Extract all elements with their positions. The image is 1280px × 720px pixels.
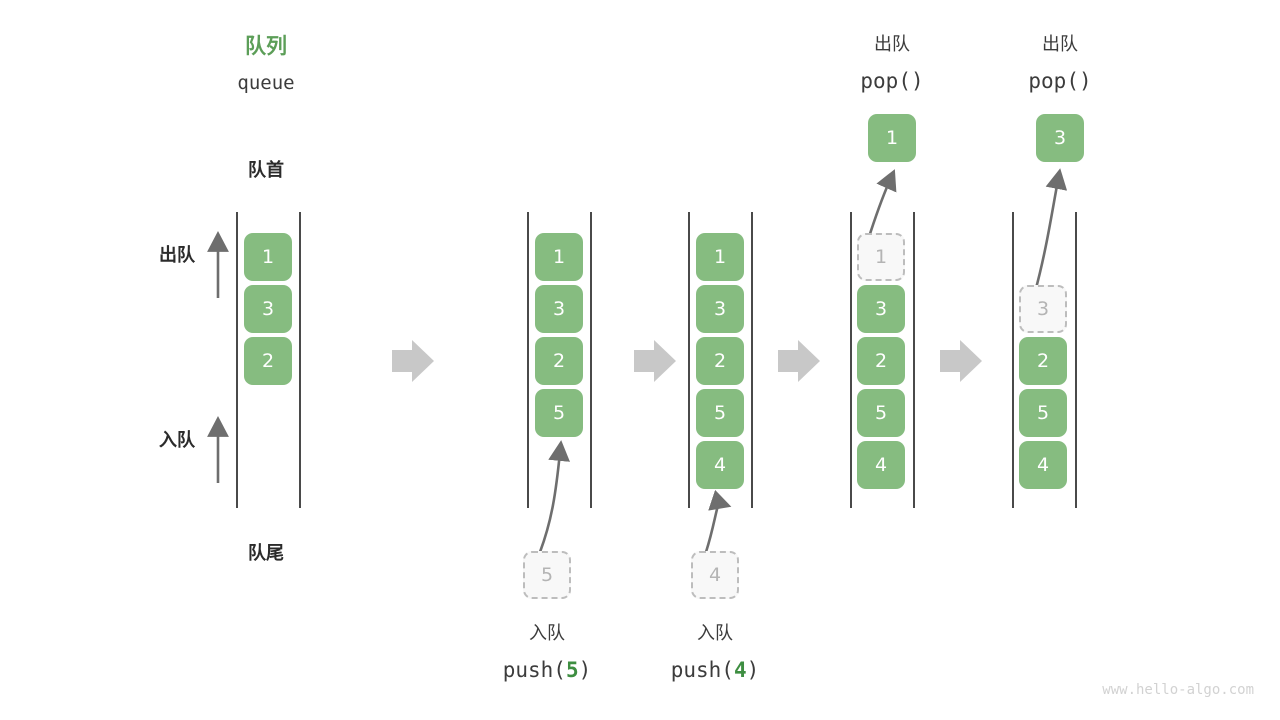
pop-1-arrow xyxy=(866,169,897,241)
rail-right xyxy=(913,212,915,508)
queue-cell: 1 xyxy=(535,233,583,281)
queue-cell: 5 xyxy=(696,389,744,437)
code-suffix: ) xyxy=(578,658,592,682)
rail-left xyxy=(527,212,529,508)
queue-rear-label: 队尾 xyxy=(248,543,284,564)
queue-cell: 3 xyxy=(857,285,905,333)
queue-cell: 2 xyxy=(1019,337,1067,385)
queue-cell: 3 xyxy=(535,285,583,333)
queue-cell: 5 xyxy=(857,389,905,437)
step-separator-4 xyxy=(940,340,982,382)
page-title: 队列 xyxy=(245,34,287,58)
rail-right xyxy=(590,212,592,508)
queue-cell: 4 xyxy=(857,441,905,489)
queue-cell: 3 xyxy=(244,285,292,333)
push-4-arrow xyxy=(704,489,732,553)
dequeue-direction-label: 出队 xyxy=(159,245,195,266)
popped-element: 3 xyxy=(1036,114,1084,162)
rail-right xyxy=(1075,212,1077,508)
queue-cell: 3 xyxy=(696,285,744,333)
removed-element-placeholder: 1 xyxy=(857,233,905,281)
rail-left xyxy=(1012,212,1014,508)
rail-right xyxy=(299,212,301,508)
queue-cell: 2 xyxy=(857,337,905,385)
step-caption-code: push(4) xyxy=(655,660,775,681)
incoming-element-placeholder: 4 xyxy=(691,551,739,599)
queue-front-label: 队首 xyxy=(248,160,284,181)
step-caption-code: pop() xyxy=(860,69,924,93)
code-arg: 5 xyxy=(565,658,579,682)
rail-left xyxy=(236,212,238,508)
step-caption-cn: 入队 xyxy=(697,623,733,644)
code-prefix: push( xyxy=(670,658,734,682)
rail-left xyxy=(688,212,690,508)
enqueue-direction-label: 入队 xyxy=(159,430,195,451)
queue-cell-new: 5 xyxy=(535,389,583,437)
code-prefix: push( xyxy=(502,658,566,682)
queue-cell: 4 xyxy=(1019,441,1067,489)
queue-cell: 2 xyxy=(696,337,744,385)
step-caption-code: push(5) xyxy=(487,660,607,681)
code-suffix: ) xyxy=(746,658,760,682)
incoming-element-placeholder: 5 xyxy=(523,551,571,599)
step-caption-cn: 出队 xyxy=(1042,34,1078,55)
page-title-code: queue xyxy=(237,72,295,94)
queue-cell: 1 xyxy=(244,233,292,281)
popped-element: 1 xyxy=(868,114,916,162)
push-5-arrow xyxy=(538,440,570,553)
step-separator-2 xyxy=(634,340,676,382)
removed-element-placeholder: 3 xyxy=(1019,285,1067,333)
site-watermark: www.hello-algo.com xyxy=(1102,682,1254,698)
step-separator-1 xyxy=(392,340,434,382)
queue-cell: 1 xyxy=(696,233,744,281)
queue-cell: 5 xyxy=(1019,389,1067,437)
pop-3-arrow xyxy=(1033,168,1068,293)
queue-cell: 2 xyxy=(244,337,292,385)
rail-left xyxy=(850,212,852,508)
step-separator-3 xyxy=(778,340,820,382)
queue-cell: 2 xyxy=(535,337,583,385)
step-caption-cn: 出队 xyxy=(874,34,910,55)
step-caption-code: pop() xyxy=(1028,69,1092,93)
queue-cell-new: 4 xyxy=(696,441,744,489)
rail-right xyxy=(751,212,753,508)
step-caption-cn: 入队 xyxy=(529,623,565,644)
code-arg: 4 xyxy=(733,658,747,682)
